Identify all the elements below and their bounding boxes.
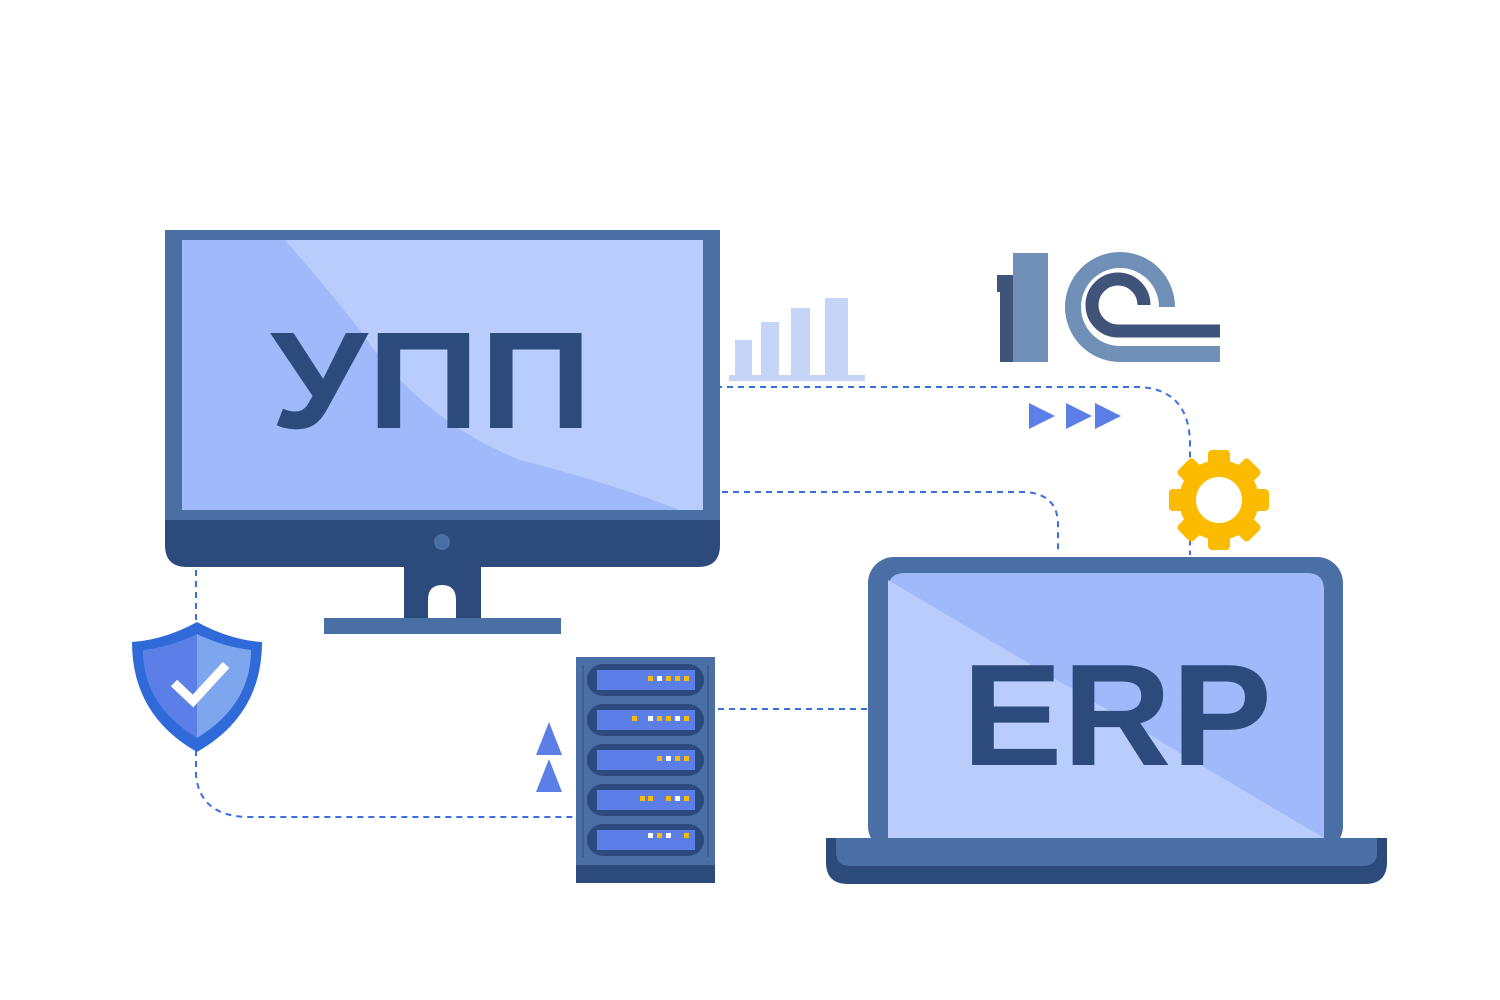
server-unit <box>587 664 704 696</box>
gear-icon <box>1169 450 1269 550</box>
connector-monitor-laptop <box>700 491 1059 553</box>
server-unit <box>587 824 704 856</box>
up-arrows-icon <box>536 722 562 792</box>
server-rack <box>576 657 715 883</box>
connector-monitor-gear <box>705 386 1191 555</box>
laptop-label: ERP <box>962 634 1272 796</box>
bar-chart-icon <box>729 298 865 381</box>
security-shield-icon <box>132 622 262 752</box>
check-icon <box>170 661 230 708</box>
monitor: УПП <box>165 230 720 634</box>
server-unit <box>587 784 704 816</box>
server-unit <box>587 744 704 776</box>
1c-logo <box>997 252 1220 362</box>
connector-shield-server <box>195 750 578 818</box>
laptop: ERP <box>826 557 1387 884</box>
forward-arrows-icon <box>1029 403 1121 429</box>
monitor-label: УПП <box>270 304 592 458</box>
power-button-icon <box>434 534 450 550</box>
server-unit <box>587 704 704 736</box>
